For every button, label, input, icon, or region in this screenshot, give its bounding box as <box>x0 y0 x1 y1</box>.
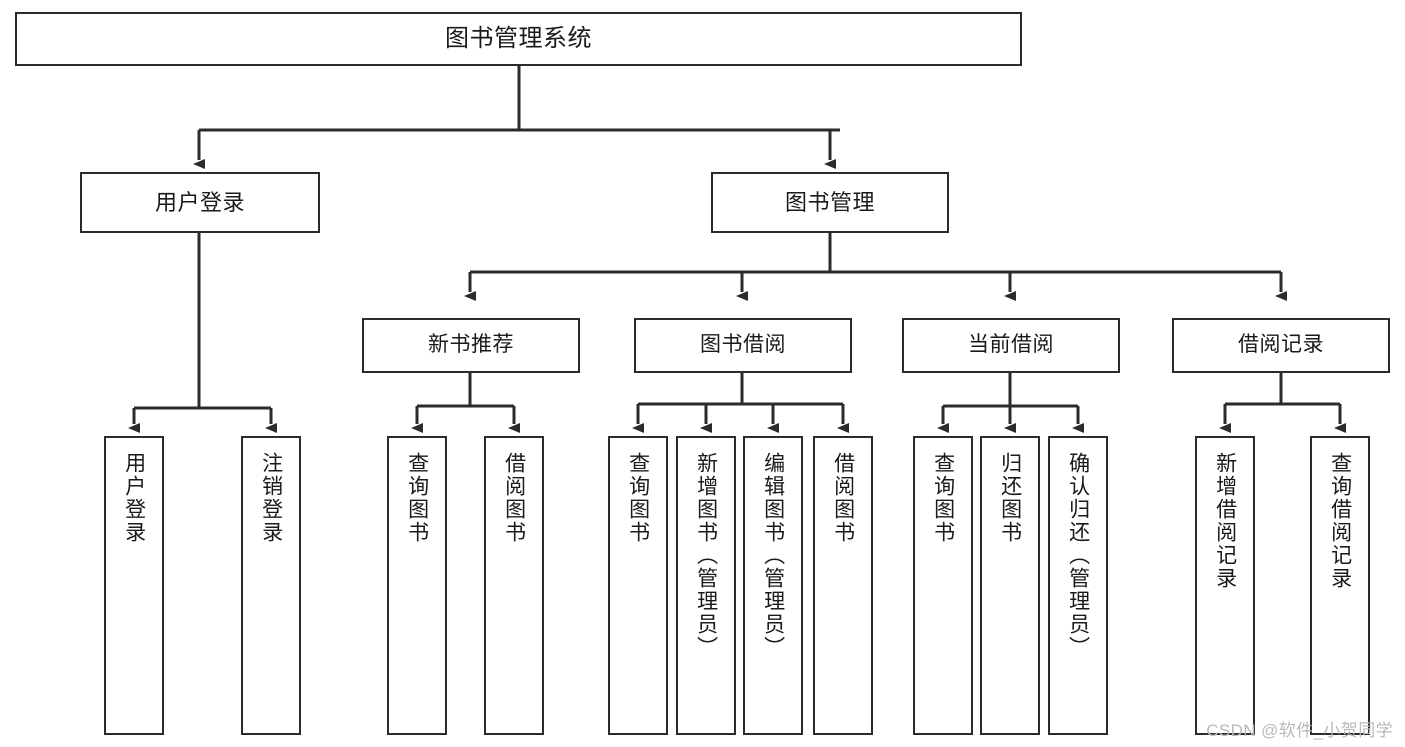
leaf-query-books-recommend[interactable]: 查询图书 <box>387 436 447 735</box>
leaf-query-books-current[interactable]: 查询图书 <box>913 436 973 735</box>
node-label: 新书推荐 <box>428 333 514 357</box>
leaf-return-books[interactable]: 归还图书 <box>980 436 1040 735</box>
node-label: 编辑图书（管理员） <box>761 452 785 659</box>
node-label: 归还图书 <box>998 452 1022 544</box>
node-book-borrow[interactable]: 图书借阅 <box>634 318 852 373</box>
node-label: 借阅图书 <box>502 452 526 544</box>
node-new-book-recommend[interactable]: 新书推荐 <box>362 318 580 373</box>
node-current-borrow[interactable]: 当前借阅 <box>902 318 1120 373</box>
node-label: 查询图书 <box>931 452 955 544</box>
node-label: 新增借阅记录 <box>1213 452 1237 590</box>
node-label: 借阅图书 <box>831 452 855 544</box>
node-label: 借阅记录 <box>1238 333 1324 357</box>
node-book-management[interactable]: 图书管理 <box>711 172 949 233</box>
leaf-query-borrow-record[interactable]: 查询借阅记录 <box>1310 436 1370 735</box>
node-label: 新增图书（管理员） <box>694 452 718 659</box>
leaf-borrow-books-recommend[interactable]: 借阅图书 <box>484 436 544 735</box>
node-label: 图书管理 <box>784 189 875 215</box>
leaf-confirm-return-admin[interactable]: 确认归还（管理员） <box>1048 436 1108 735</box>
leaf-borrow-books-borrow[interactable]: 借阅图书 <box>813 436 873 735</box>
node-label: 图书借阅 <box>700 333 786 357</box>
node-label: 当前借阅 <box>968 333 1054 357</box>
leaf-add-book-admin[interactable]: 新增图书（管理员） <box>676 436 736 735</box>
leaf-user-login[interactable]: 用户登录 <box>104 436 164 735</box>
leaf-logout-login[interactable]: 注销登录 <box>241 436 301 735</box>
node-label: 确认归还（管理员） <box>1066 452 1090 659</box>
node-label: 用户登录 <box>154 189 245 215</box>
leaf-edit-book-admin[interactable]: 编辑图书（管理员） <box>743 436 803 735</box>
watermark-text: CSDN @软件_小贺同学 <box>1206 721 1393 740</box>
node-user-login[interactable]: 用户登录 <box>80 172 320 233</box>
node-label: 查询借阅记录 <box>1328 452 1352 590</box>
node-borrow-records[interactable]: 借阅记录 <box>1172 318 1390 373</box>
node-label: 查询图书 <box>405 452 429 544</box>
node-root-system[interactable]: 图书管理系统 <box>15 12 1022 66</box>
node-label: 用户登录 <box>122 452 146 544</box>
node-label: 注销登录 <box>259 452 283 544</box>
leaf-query-books-borrow[interactable]: 查询图书 <box>608 436 668 735</box>
node-label: 查询图书 <box>626 452 650 544</box>
node-label: 图书管理系统 <box>445 24 592 52</box>
leaf-add-borrow-record[interactable]: 新增借阅记录 <box>1195 436 1255 735</box>
